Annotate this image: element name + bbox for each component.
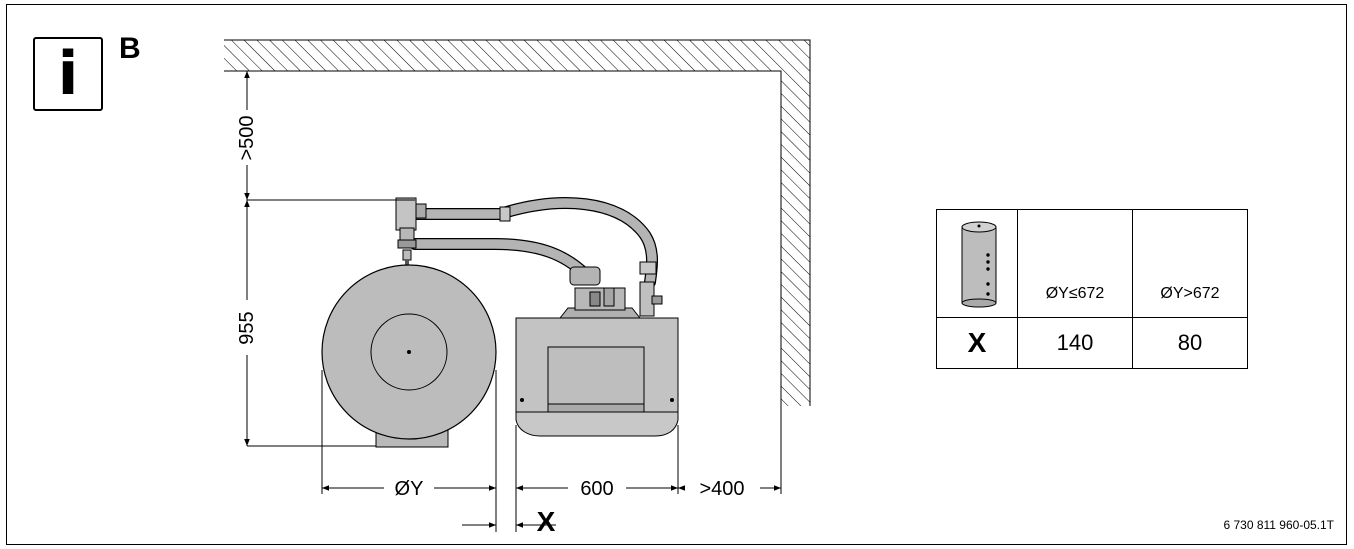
document-id: 6 730 811 960-05.1T bbox=[1223, 518, 1334, 532]
clearance-table: ØY≤672 ØY>672 X 140 80 bbox=[936, 209, 1248, 369]
valve-assembly bbox=[395, 197, 427, 270]
value-small: 140 bbox=[1017, 317, 1133, 369]
wall bbox=[224, 39, 811, 406]
boiler-width-label: 600 bbox=[580, 478, 613, 500]
boiler-unit bbox=[515, 281, 679, 437]
col-header-small: ØY≤672 bbox=[1017, 209, 1133, 318]
dimension-lines bbox=[244, 71, 782, 532]
tank-diameter-label: ØY bbox=[395, 478, 424, 500]
info-icon: i bbox=[33, 37, 103, 111]
value-large: 80 bbox=[1132, 317, 1248, 369]
height-label: 955 bbox=[236, 311, 258, 344]
gap-label: X bbox=[537, 506, 556, 537]
pipework bbox=[409, 197, 658, 288]
view-label: B bbox=[119, 32, 141, 65]
info-letter: i bbox=[57, 39, 79, 109]
cylinder-tank-icon bbox=[961, 221, 997, 308]
top-clearance-label: >500 bbox=[236, 115, 258, 160]
col-header-large: ØY>672 bbox=[1132, 209, 1248, 318]
side-clearance-label: >400 bbox=[699, 478, 744, 500]
row-label-x: X bbox=[936, 317, 1018, 369]
cylinder-tank-icon-cell bbox=[936, 209, 1018, 318]
figure-frame bbox=[6, 4, 1347, 545]
cylinder-tank bbox=[321, 264, 497, 448]
